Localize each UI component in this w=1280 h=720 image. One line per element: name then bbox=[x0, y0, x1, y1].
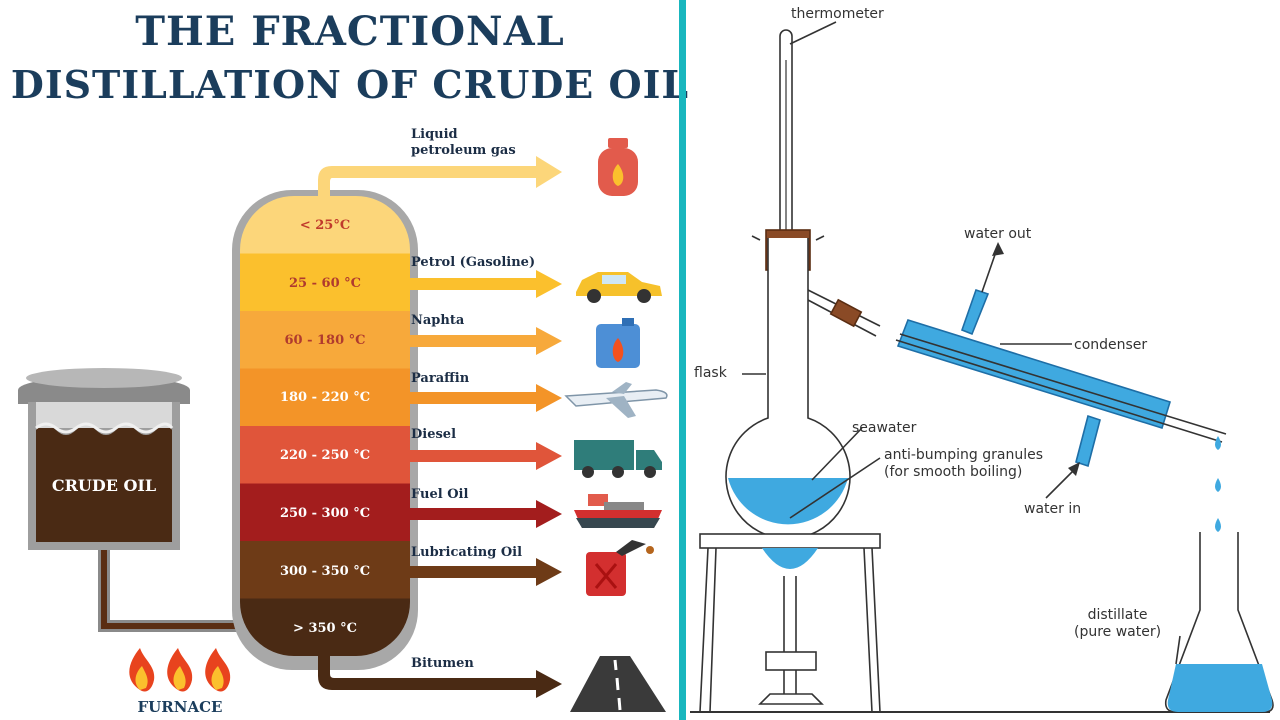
label-flask: flask bbox=[694, 365, 727, 381]
band-label-7: 300 - 350 °C bbox=[279, 564, 371, 579]
water-droplets bbox=[1215, 436, 1221, 532]
crude-oil-tank bbox=[18, 368, 190, 550]
label-granules-line1: anti-bumping granules bbox=[884, 447, 1044, 463]
label-distillate-line2: (pure water) bbox=[1074, 624, 1162, 640]
band-label-6: 250 - 300 °C bbox=[279, 506, 371, 521]
column-band-3 bbox=[240, 311, 410, 370]
band-label-3: 60 - 180 °C bbox=[284, 333, 366, 348]
flask-side-arm bbox=[807, 289, 881, 337]
road-icon bbox=[570, 656, 666, 712]
tripod-stand bbox=[690, 533, 1270, 713]
fraction-arrow-2 bbox=[410, 270, 562, 298]
label-thermometer: thermometer bbox=[791, 6, 884, 22]
thermometer bbox=[779, 29, 793, 311]
band-label-1: < 25°C bbox=[299, 218, 351, 233]
label-distillate-line1: distillate bbox=[1087, 607, 1148, 623]
band-label-4: 180 - 220 °C bbox=[279, 390, 371, 405]
fraction-arrow-7 bbox=[410, 558, 562, 586]
label-anti-bumping-granules: anti-bumping granules (for smooth boilin… bbox=[884, 447, 1043, 481]
fraction-label-diesel: Diesel bbox=[411, 427, 457, 442]
fraction-arrow-1 bbox=[318, 156, 562, 200]
fraction-label-naphta: Naphta bbox=[411, 313, 465, 328]
ship-icon bbox=[574, 494, 662, 528]
flask bbox=[725, 238, 851, 540]
fraction-arrow-6 bbox=[410, 500, 562, 528]
column-bands bbox=[240, 196, 410, 656]
fraction-arrow-8 bbox=[318, 650, 562, 698]
column-band-1 bbox=[240, 196, 410, 255]
water-in-arrow bbox=[1045, 465, 1079, 499]
car-icon bbox=[576, 272, 662, 303]
furnace-flames-icon bbox=[129, 648, 231, 692]
label-distillate: distillate (pure water) bbox=[1074, 607, 1161, 641]
bunsen-burner bbox=[758, 548, 824, 705]
fraction-arrow-4 bbox=[410, 384, 562, 412]
oil-can-icon bbox=[586, 540, 654, 596]
fraction-arrows bbox=[318, 156, 562, 698]
water-out-arrow bbox=[981, 245, 999, 293]
crude-oil-label: CRUDE OIL bbox=[51, 476, 157, 495]
fraction-label-lubricating-oil: Lubricating Oil bbox=[411, 545, 523, 560]
diagram-title-line2: DISTILLATION OF CRUDE OIL bbox=[10, 62, 690, 107]
panel-divider bbox=[679, 0, 686, 720]
column-band-7 bbox=[240, 541, 410, 600]
diagram-title-line1: THE FRACTIONAL bbox=[135, 8, 565, 55]
band-label-5: 220 - 250 °C bbox=[279, 448, 371, 463]
fuel-canister-icon bbox=[596, 318, 640, 368]
band-label-2: 25 - 60 °C bbox=[288, 276, 361, 291]
column-band-2 bbox=[240, 253, 410, 312]
fraction-label-petrol: Petrol (Gasoline) bbox=[411, 255, 536, 270]
fraction-arrow-3 bbox=[410, 327, 562, 355]
column-band-5 bbox=[240, 426, 410, 485]
airplane-icon bbox=[564, 382, 668, 418]
label-water-in: water in bbox=[1024, 501, 1082, 517]
condenser bbox=[895, 288, 1227, 468]
column-band-8 bbox=[240, 598, 410, 656]
fractional-distillation-diagram bbox=[18, 138, 668, 712]
band-label-8: > 350 °C bbox=[293, 621, 357, 636]
receiving-flask bbox=[1164, 532, 1274, 713]
label-granules-line2: (for smooth boiling) bbox=[884, 464, 1023, 480]
fraction-label-lpg: Liquid petroleum gas bbox=[411, 127, 516, 159]
truck-icon bbox=[574, 440, 662, 478]
column-band-4 bbox=[240, 368, 410, 427]
label-seawater: seawater bbox=[852, 420, 917, 436]
label-water-out: water out bbox=[964, 226, 1032, 242]
flask-stopper bbox=[765, 229, 811, 271]
fraction-label-bitumen: Bitumen bbox=[411, 656, 474, 671]
label-condenser: condenser bbox=[1074, 337, 1148, 353]
fraction-label-fuel-oil: Fuel Oil bbox=[411, 487, 469, 502]
fraction-label-paraffin: Paraffin bbox=[411, 371, 470, 386]
furnace-label: FURNACE bbox=[137, 698, 223, 716]
fraction-arrow-5 bbox=[410, 442, 562, 470]
column-band-6 bbox=[240, 483, 410, 542]
gas-cylinder-icon bbox=[598, 138, 638, 196]
fraction-label-lpg-line1: Liquid bbox=[411, 127, 458, 142]
fraction-label-lpg-line2: petroleum gas bbox=[411, 143, 516, 158]
